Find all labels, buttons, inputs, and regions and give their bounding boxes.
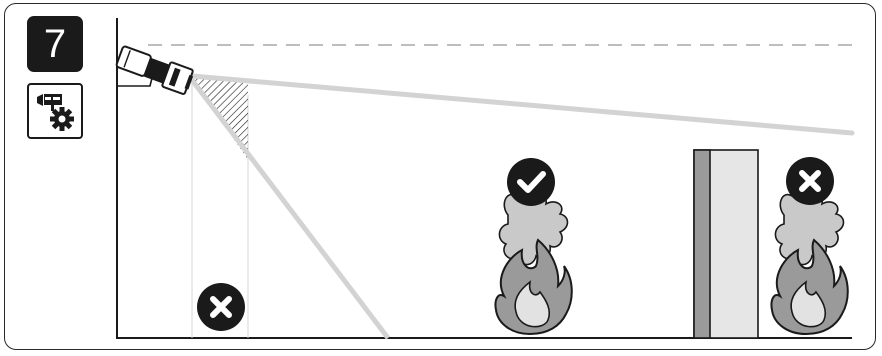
flame-detector-icon bbox=[115, 45, 194, 95]
fov-lower-beam bbox=[190, 78, 390, 340]
fire-icon bbox=[494, 189, 573, 336]
step-number-badge: 7 bbox=[27, 16, 83, 72]
obstruction-wall-edge bbox=[693, 149, 711, 339]
mount-bracket bbox=[117, 77, 153, 87]
fire-icon bbox=[770, 189, 849, 336]
camera-settings-icon bbox=[27, 83, 83, 139]
fov-upper-beam bbox=[189, 73, 855, 136]
cross-circle-icon bbox=[786, 157, 834, 205]
check-circle-icon bbox=[507, 158, 555, 206]
cross-circle-icon bbox=[197, 283, 245, 331]
diagram-frame bbox=[4, 3, 876, 350]
